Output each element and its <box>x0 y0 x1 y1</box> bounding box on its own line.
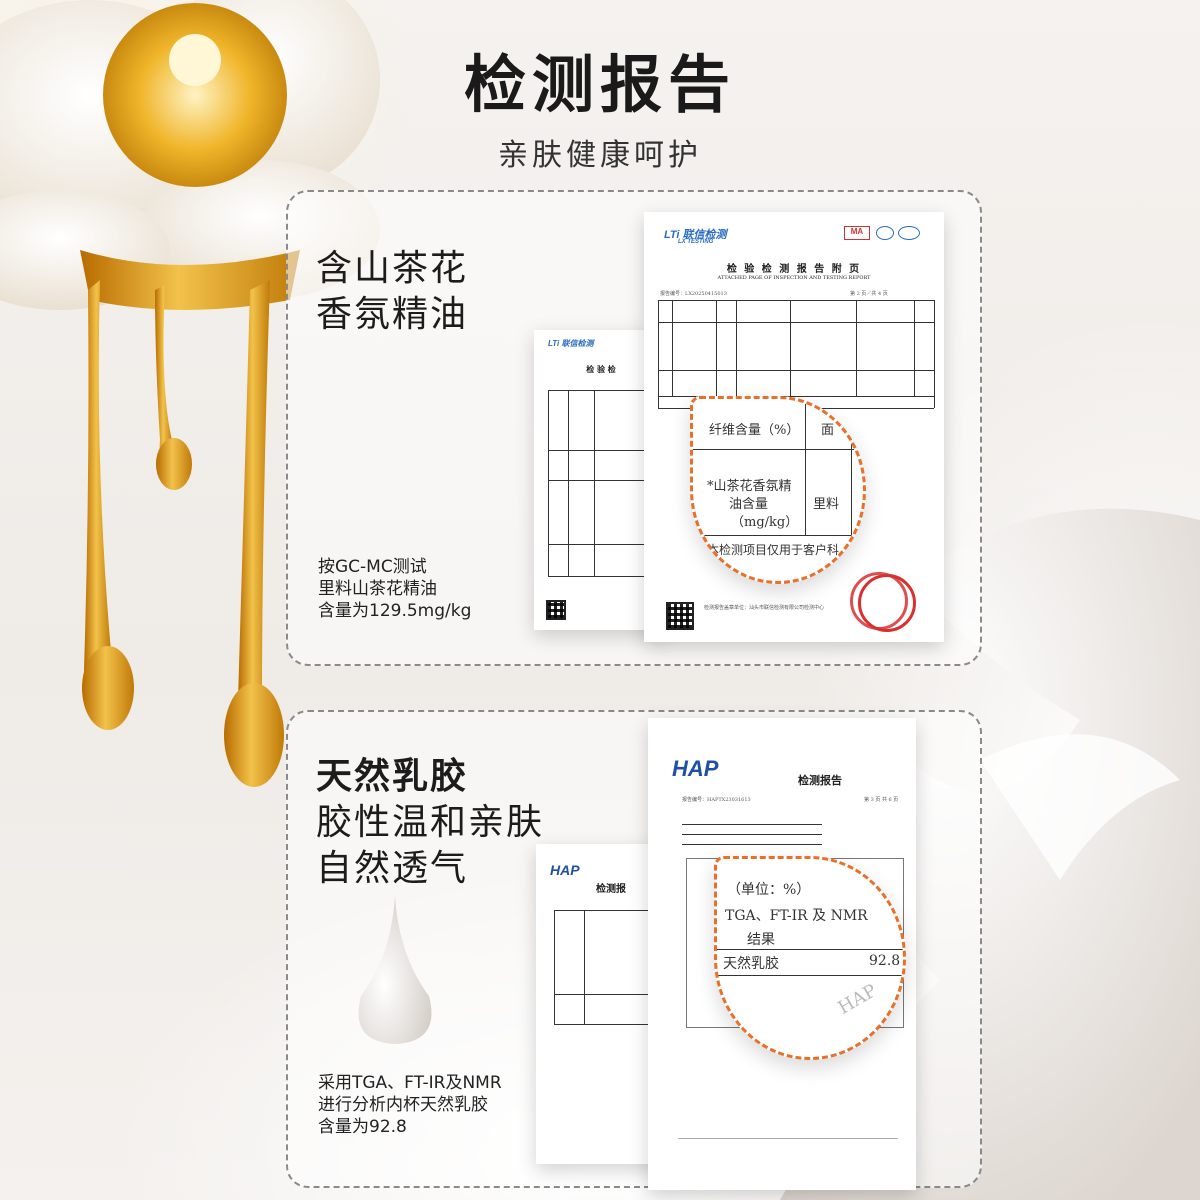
camellia-magnifier: 纤维含量（%） 面 *山茶花香氛精 油含量 （mg/kg） 里料 本检测项目仅用… <box>690 396 866 584</box>
lens-latex-label: 天然乳胶 <box>723 956 779 972</box>
red-seal-stamp <box>850 572 908 630</box>
lens-method-label: TGA、FT-IR 及 NMR <box>725 908 868 924</box>
front-doc-title: 检 验 检 测 报 告 附 页 <box>726 264 862 275</box>
latex-note-line3: 含量为92.8 <box>318 1117 407 1137</box>
front-doc-title: 检测报告 <box>798 774 842 787</box>
camellia-heading-line1: 含山茶花 <box>316 248 469 289</box>
qr-code-icon <box>546 600 566 620</box>
cma-mark-icon: MA <box>844 226 870 240</box>
milk-splash-illustration <box>780 508 1200 1200</box>
report-page: 第 3 页 共 6 页 <box>864 797 899 803</box>
lens-fiber-value: 面 <box>821 423 835 438</box>
page-title: 检测报告 <box>463 48 736 121</box>
camellia-note: 按GC-MC测试 里料山茶花精油 含量为129.5mg/kg <box>318 556 471 622</box>
camellia-note-line3: 含量为129.5mg/kg <box>318 601 472 621</box>
page-subtitle: 亲肤健康呵护 <box>498 138 702 173</box>
latex-heading-line1: 天然乳胶 <box>316 756 469 797</box>
report-number: 报告编号：HAPTX23031613 <box>682 797 751 803</box>
lens-footnote: 本检测项目仅用于客户科 <box>707 543 840 557</box>
lens-unit-label: （单位：%） <box>727 882 811 898</box>
latex-note: 采用TGA、FT-IR及NMR 进行分析内杯天然乳胶 含量为92.8 <box>318 1072 502 1138</box>
lx-logo: LTi 联信检测 <box>664 229 727 241</box>
camellia-oil-illustration <box>0 0 380 787</box>
lens-oil-label-3: （mg/kg） <box>731 515 799 530</box>
camellia-heading: 含山茶花 香氛精油 <box>316 246 468 338</box>
latex-magnifier: （单位：%） TGA、FT-IR 及 NMR 结果 天然乳胶 92.8 HAP <box>714 856 906 1060</box>
latex-note-line1: 采用TGA、FT-IR及NMR <box>318 1073 502 1093</box>
latex-heading: 天然乳胶 胶性温和亲肤 自然透气 <box>316 754 544 892</box>
back-doc-title: 检 验 检 <box>586 364 616 374</box>
latex-report-back-page: HAP 检测报 <box>536 844 668 1164</box>
front-doc-title-en: ATTACHED PAGE OF INSPECTION AND TESTING … <box>717 275 871 281</box>
front-doc-footer: 检测报告盖章单位：汕头市联信检测有限公司检测中心 <box>704 605 825 611</box>
hap-logo: HAP <box>672 756 719 781</box>
lens-result-label: 结果 <box>747 932 775 948</box>
camellia-heading-line2: 香氛精油 <box>316 294 469 335</box>
latex-note-line2: 进行分析内杯天然乳胶 <box>318 1095 488 1115</box>
hap-logo: HAP <box>550 862 580 878</box>
lx-logo: LTi 联信检测 <box>548 339 594 348</box>
lx-logo-sub: LX TESTING <box>678 239 714 245</box>
latex-heading-line2: 胶性温和亲肤 <box>316 802 545 843</box>
lens-oil-label-1: *山茶花香氛精 <box>707 479 792 494</box>
lens-fiber-label: 纤维含量（%） <box>709 423 800 438</box>
lens-oil-label-2: 油含量 <box>729 497 769 512</box>
qr-code-icon <box>666 602 694 630</box>
ilac-mark-icon <box>876 226 894 240</box>
report-page: 第 2 页／共 4 页 <box>850 291 888 297</box>
latex-heading-line3: 自然透气 <box>316 848 469 889</box>
camellia-note-line1: 按GC-MC测试 <box>318 557 427 577</box>
lens-oil-material: 里料 <box>813 497 840 512</box>
lens-hap-watermark: HAP <box>834 980 881 1019</box>
cnas-mark-icon <box>898 226 920 240</box>
camellia-note-line2: 里料山茶花精油 <box>318 579 437 599</box>
lens-latex-value: 92.8 <box>869 953 901 969</box>
back-doc-title: 检测报 <box>596 884 626 895</box>
front-doc-footer <box>678 1138 898 1178</box>
report-number: 报告编号：LX20250415013 <box>660 291 727 297</box>
milk-drop-icon <box>358 896 432 1044</box>
